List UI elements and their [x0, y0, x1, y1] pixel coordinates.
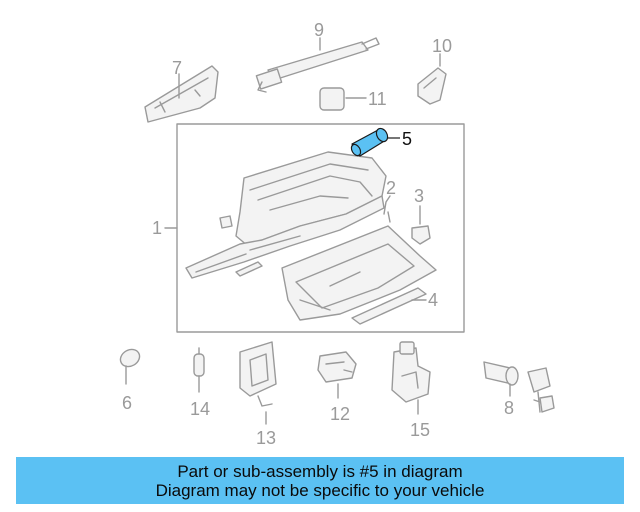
callout-14: 14: [190, 399, 210, 419]
part-14-bulb[interactable]: [193, 347, 205, 393]
part-7-bracket[interactable]: [144, 65, 219, 123]
part-8-lock-cylinder[interactable]: [483, 361, 555, 413]
part-3-stopper[interactable]: [411, 205, 431, 245]
callout-8: 8: [504, 398, 514, 418]
part-4-seal[interactable]: [351, 287, 427, 325]
part-11-bumper[interactable]: [319, 87, 367, 111]
part-2-rod[interactable]: [383, 195, 391, 223]
callout-11: 11: [368, 89, 387, 109]
part-5-highlighted[interactable]: [350, 126, 400, 157]
part-9-damper[interactable]: [255, 37, 380, 93]
part-15-lock[interactable]: [391, 341, 431, 415]
parts-diagram: 7 9 10 11 1 2: [117, 20, 555, 448]
callout-9: 9: [314, 20, 324, 40]
banner-line-1: Part or sub-assembly is #5 in diagram: [177, 461, 463, 481]
callout-10: 10: [432, 36, 452, 56]
callout-3: 3: [414, 186, 424, 206]
callout-7: 7: [172, 58, 182, 78]
info-banner: Part or sub-assembly is #5 in diagram Di…: [16, 457, 624, 504]
part-10-cover[interactable]: [417, 53, 447, 105]
callout-6: 6: [122, 393, 132, 413]
part-1-inner-liner[interactable]: [281, 225, 437, 321]
callout-5: 5: [402, 129, 412, 149]
callout-2: 2: [386, 178, 396, 198]
part-12-switch[interactable]: [317, 351, 357, 399]
part-1-glove-box-assembly[interactable]: [185, 151, 387, 279]
callout-12: 12: [330, 404, 350, 424]
part-6-bulb[interactable]: [117, 346, 142, 385]
callout-1: 1: [152, 218, 162, 238]
part-13-bracket[interactable]: [239, 341, 277, 425]
callout-4: 4: [428, 290, 438, 310]
banner-line-2: Diagram may not be specific to your vehi…: [155, 480, 485, 500]
callout-13: 13: [256, 428, 276, 448]
callout-15: 15: [410, 420, 430, 440]
